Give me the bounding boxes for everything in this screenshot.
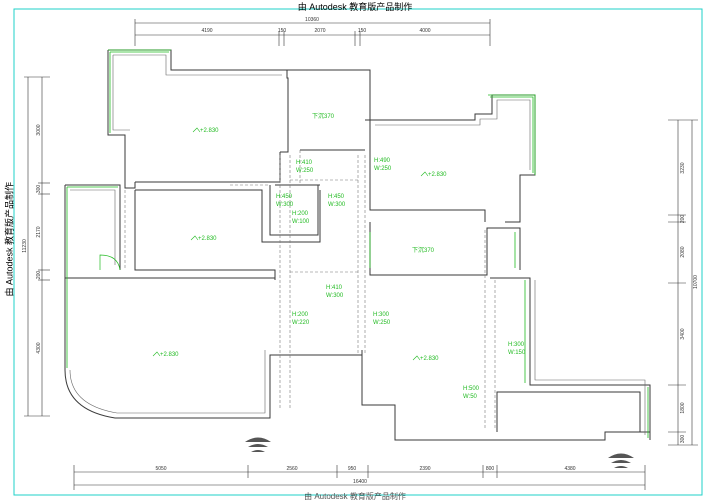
- level-mark-3: +2.830: [198, 236, 217, 242]
- bottom-total-dim: 16400: [353, 479, 367, 485]
- annotations: +2.830 +2.830 +2.830 +2.830 +2.830 下沉370…: [160, 112, 526, 400]
- left-dim-1: 3000: [36, 124, 42, 135]
- dimension-texts: 10360 4190 150 2070 150 4000 5050 2560 9…: [22, 17, 699, 485]
- level-mark-5: +2.830: [420, 356, 439, 362]
- dimension-lines: [24, 19, 698, 490]
- sheet-border: [13, 8, 703, 496]
- beam-lines: [124, 150, 496, 430]
- entrance-symbol-left: [245, 437, 271, 452]
- top-dim-1: 4190: [201, 28, 212, 34]
- right-dim-5: 1800: [680, 402, 686, 413]
- right-dim-4: 3400: [680, 328, 686, 339]
- left-dim-5: 4300: [36, 342, 42, 353]
- bottom-dim-5: 800: [486, 466, 495, 472]
- entrance-symbol-right: [608, 453, 634, 468]
- door-swing: [99, 254, 121, 271]
- left-total-dim: 11230: [22, 239, 28, 253]
- top-dim-2: 150: [278, 28, 287, 34]
- right-dim-1: 3230: [680, 162, 686, 173]
- walls: [64, 49, 651, 441]
- top-dim-4: 150: [358, 28, 367, 34]
- left-dim-3: 2170: [36, 226, 42, 237]
- right-total-dim: 10700: [693, 275, 699, 289]
- bottom-dim-2: 2560: [286, 466, 297, 472]
- left-dim-4: 200: [36, 271, 42, 280]
- right-dim-3: 2080: [680, 246, 686, 257]
- watermark-top: 由 Autodesk 教育版产品制作: [297, 2, 413, 12]
- right-dim-2: 200: [680, 215, 686, 224]
- level-mark-1: +2.830: [200, 128, 219, 134]
- bottom-dim-1: 5050: [155, 466, 166, 472]
- level-mark-symbols: [152, 127, 429, 361]
- level-mark-4: +2.830: [160, 352, 179, 358]
- left-dim-2: 300: [36, 185, 42, 194]
- watermark-left: 由 Autodesk 教育版产品制作: [4, 181, 15, 297]
- right-dim-6: 300: [680, 435, 686, 444]
- step-down-label-1: 下沉370: [312, 112, 335, 120]
- bottom-dim-4: 2390: [419, 466, 430, 472]
- top-total-dim: 10360: [305, 17, 319, 23]
- inner-wall-faces: [69, 54, 646, 435]
- top-dim-5: 4000: [419, 28, 430, 34]
- bottom-dim-6: 4380: [564, 466, 575, 472]
- bottom-dim-3: 950: [348, 466, 357, 472]
- top-dim-3: 2070: [314, 28, 325, 34]
- level-mark-2: +2.830: [428, 172, 447, 178]
- watermark-bottom: 由 Autodesk 教育版产品制作: [304, 492, 406, 501]
- windows: [66, 49, 649, 438]
- step-down-label-2: 下沉370: [412, 246, 435, 254]
